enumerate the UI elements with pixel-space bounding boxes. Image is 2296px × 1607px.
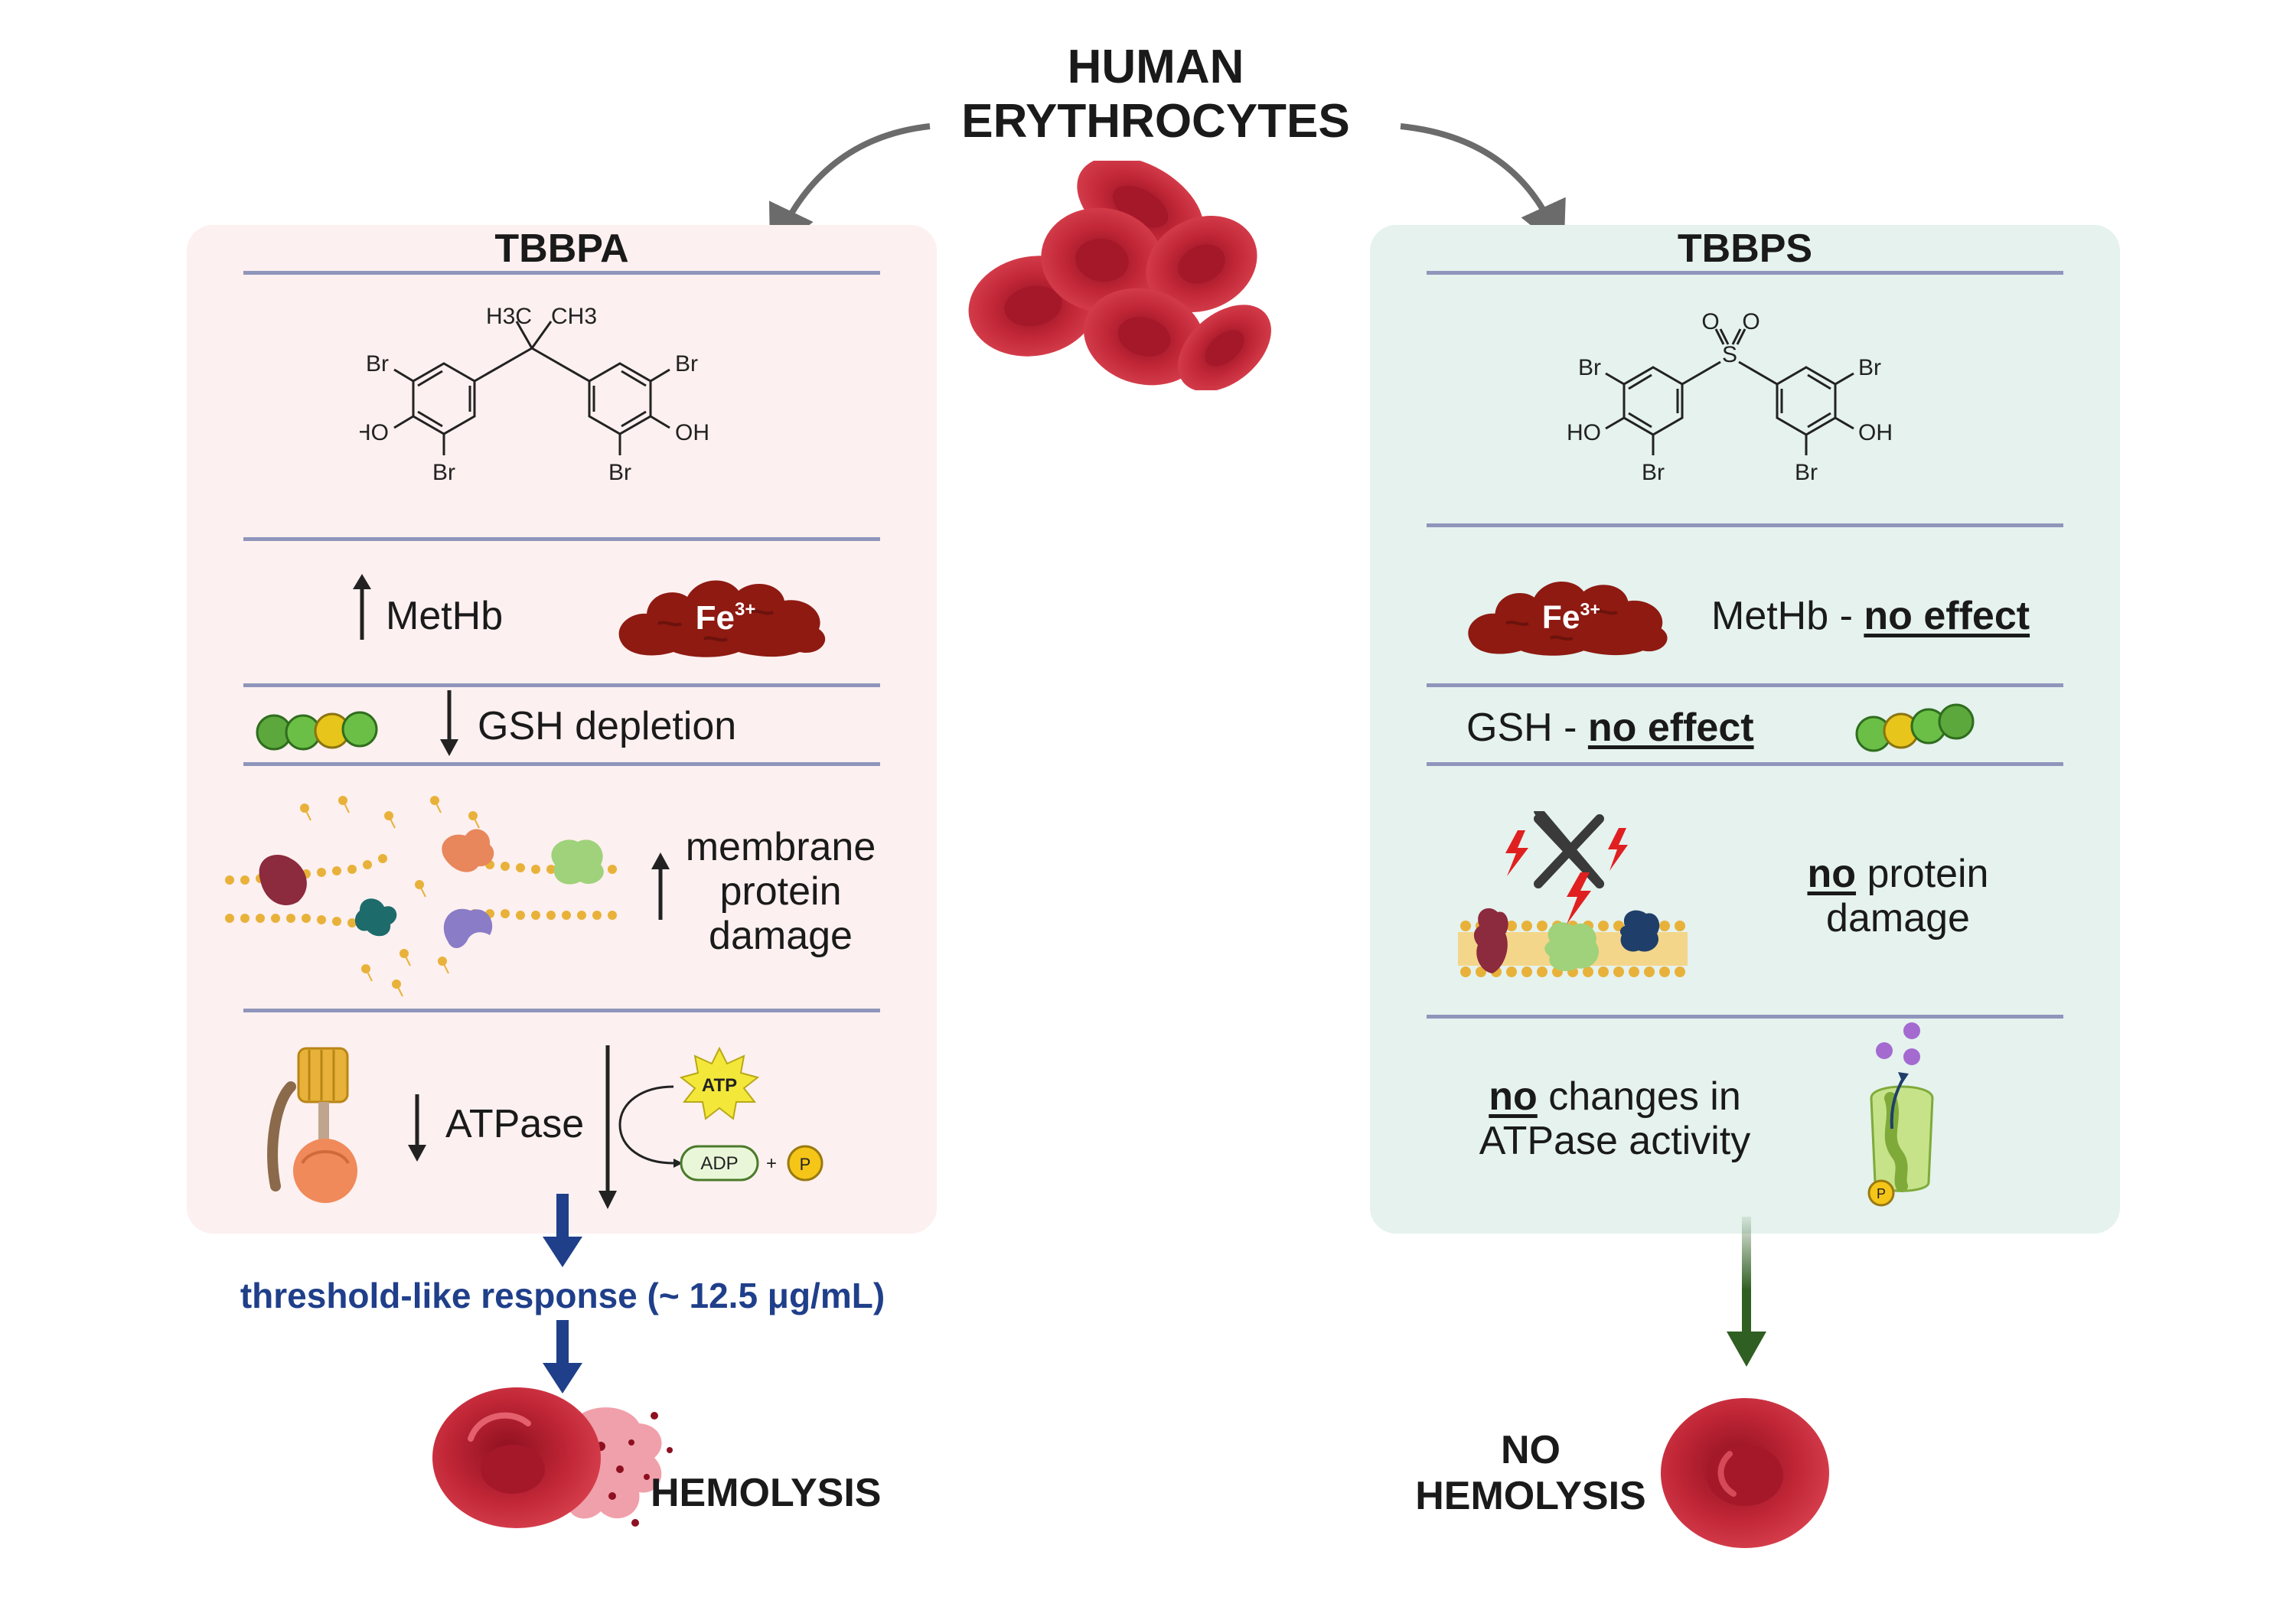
tbbpa-br-3: Br bbox=[675, 351, 698, 376]
atpase-enzyme-icon bbox=[267, 1047, 357, 1203]
tbbpa-methyl-left: H3C bbox=[486, 304, 532, 329]
tbbps-divider-2 bbox=[1427, 523, 2063, 527]
tbbpa-gsh-label: GSH depletion bbox=[478, 704, 737, 748]
tbbps-sulfur: S bbox=[1722, 342, 1737, 367]
tbbps-outcome-line2: HEMOLYSIS bbox=[1415, 1473, 1646, 1518]
damaged-membrane-icon bbox=[225, 796, 617, 997]
tbbps-protein-emph: no bbox=[1807, 852, 1857, 896]
lysed-erythrocyte-icon bbox=[432, 1387, 673, 1528]
tbbps-atpase-rest: changes in bbox=[1537, 1074, 1741, 1119]
svg-text:Fe3+: Fe3+ bbox=[696, 599, 756, 637]
tbbps-methb-label: MetHb - no effect bbox=[1711, 594, 2030, 638]
tbbps-phosphate-label: P bbox=[1877, 1186, 1886, 1201]
tbbpa-oh-left: HO bbox=[360, 420, 389, 445]
tbbps-gsh-prefix: GSH - bbox=[1466, 706, 1588, 750]
tbbpa-structure: H3C CH3 Br HO Br Br OH Br bbox=[360, 304, 709, 485]
tbbps-divider-3 bbox=[1427, 683, 2063, 687]
tbbpa-title: TBBPA bbox=[494, 227, 629, 271]
up-arrow-icon bbox=[353, 574, 371, 640]
header-line2: ERYTHROCYTES bbox=[961, 95, 1350, 148]
tbbpa-divider-3 bbox=[243, 683, 880, 687]
plus-sign: + bbox=[766, 1153, 777, 1174]
blue-arrow-2-icon bbox=[543, 1320, 582, 1393]
tbbps-gsh-label: GSH - no effect bbox=[1466, 706, 1754, 750]
tbbps-iron-charge: 3+ bbox=[1580, 599, 1600, 619]
membrane-line1: membrane bbox=[685, 825, 876, 869]
tbbpa-br-2: Br bbox=[432, 460, 455, 485]
tbbps-structure: O O S Br HO Br Br OH Br bbox=[1567, 309, 1893, 485]
tbbpa-methyl-right: CH3 bbox=[551, 304, 597, 329]
arrow-to-tbbps bbox=[1400, 123, 1566, 253]
atpase-pump-icon: P bbox=[1867, 1022, 1934, 1207]
tbbpa-oh-right: OH bbox=[675, 420, 709, 445]
header-title: HUMAN ERYTHROCYTES bbox=[941, 40, 1370, 149]
tbbps-methb-prefix: MetHb - bbox=[1711, 594, 1864, 638]
tbbps-divider-5 bbox=[1427, 1015, 2063, 1019]
membrane-line3: damage bbox=[709, 914, 853, 959]
tbbpa-iron-charge: 3+ bbox=[735, 599, 755, 620]
tbbps-oh-left: HO bbox=[1567, 420, 1601, 445]
gsh-beads-icon bbox=[256, 711, 378, 751]
tbbpa-divider-4 bbox=[243, 762, 880, 766]
intact-membrane-icon bbox=[1458, 811, 1688, 977]
tbbpa-outcome: HEMOLYSIS bbox=[651, 1471, 882, 1515]
adp-label: ADP bbox=[700, 1153, 738, 1174]
tbbps-oxygen-1: O bbox=[1701, 309, 1719, 334]
tbbps-gsh-emph: no effect bbox=[1587, 706, 1754, 750]
tbbps-atpase-emph: no bbox=[1489, 1074, 1538, 1119]
down-arrow-icon bbox=[408, 1094, 426, 1162]
erythrocytes-cluster-icon bbox=[968, 161, 1271, 390]
methb-iron-blob-icon: Fe3+ bbox=[618, 580, 826, 657]
tbbpa-methb-label: MetHb bbox=[386, 594, 504, 638]
up-arrow-icon bbox=[651, 852, 670, 920]
tbbps-divider-4 bbox=[1427, 762, 2063, 766]
tbbps-iron-label: Fe bbox=[1542, 600, 1580, 636]
tbbpa-divider-2 bbox=[243, 537, 880, 541]
atp-label: ATP bbox=[702, 1075, 737, 1096]
tbbps-outcome: NO HEMOLYSIS bbox=[1401, 1428, 1661, 1520]
atp-hydrolysis-diagram: ATP ADP + P bbox=[598, 1045, 823, 1209]
tbbps-protein-label: no protein damage bbox=[1760, 852, 2036, 940]
tbbps-br-1: Br bbox=[1578, 355, 1601, 380]
tbbps-divider-1 bbox=[1427, 271, 2063, 275]
curved-arrows bbox=[769, 123, 1566, 256]
tbbpa-divider-1 bbox=[243, 271, 880, 275]
phosphate-label: P bbox=[800, 1155, 811, 1174]
tbbps-oxygen-2: O bbox=[1742, 309, 1760, 334]
blue-arrow-1-icon bbox=[543, 1194, 582, 1267]
gsh-beads-icon bbox=[1855, 703, 1975, 752]
membrane-line2: protein bbox=[719, 869, 842, 914]
tbbpa-membrane-label: membrane protein damage bbox=[673, 825, 888, 959]
tbbpa-br-4: Br bbox=[608, 460, 631, 485]
tbbps-atpase-line2: ATPase activity bbox=[1479, 1119, 1751, 1164]
tbbpa-divider-5 bbox=[243, 1009, 880, 1012]
tbbps-outcome-line1: NO bbox=[1501, 1428, 1561, 1472]
tbbps-panel bbox=[1370, 225, 2120, 1234]
tbbps-protein-rest: protein bbox=[1856, 852, 1989, 896]
tbbps-protein-line2: damage bbox=[1826, 896, 1970, 941]
down-arrow-icon bbox=[440, 690, 458, 756]
methb-iron-blob-icon: Fe3+ bbox=[1468, 581, 1668, 656]
tbbps-oh-right: OH bbox=[1858, 420, 1893, 445]
threshold-label: threshold-like response (~ 12.5 μg/mL) bbox=[240, 1276, 885, 1315]
tbbpa-iron-label: Fe bbox=[696, 599, 735, 637]
tbbps-title: TBBPS bbox=[1677, 227, 1813, 271]
tbbpa-br-1: Br bbox=[366, 351, 389, 376]
header-line1: HUMAN bbox=[1067, 41, 1244, 93]
tbbps-methb-emph: no effect bbox=[1864, 594, 2030, 638]
intact-erythrocyte-icon bbox=[1661, 1398, 1829, 1548]
tbbps-br-2: Br bbox=[1642, 460, 1665, 485]
tbbpa-atpase-label: ATPase bbox=[445, 1102, 585, 1146]
green-arrow-icon bbox=[1727, 1217, 1766, 1367]
tbbps-br-4: Br bbox=[1795, 460, 1818, 485]
tbbps-atpase-label: no changes in ATPase activity bbox=[1454, 1074, 1776, 1163]
arrow-to-tbbpa bbox=[769, 123, 931, 256]
tbbps-br-3: Br bbox=[1858, 355, 1881, 380]
svg-text:Fe3+: Fe3+ bbox=[1542, 599, 1600, 636]
